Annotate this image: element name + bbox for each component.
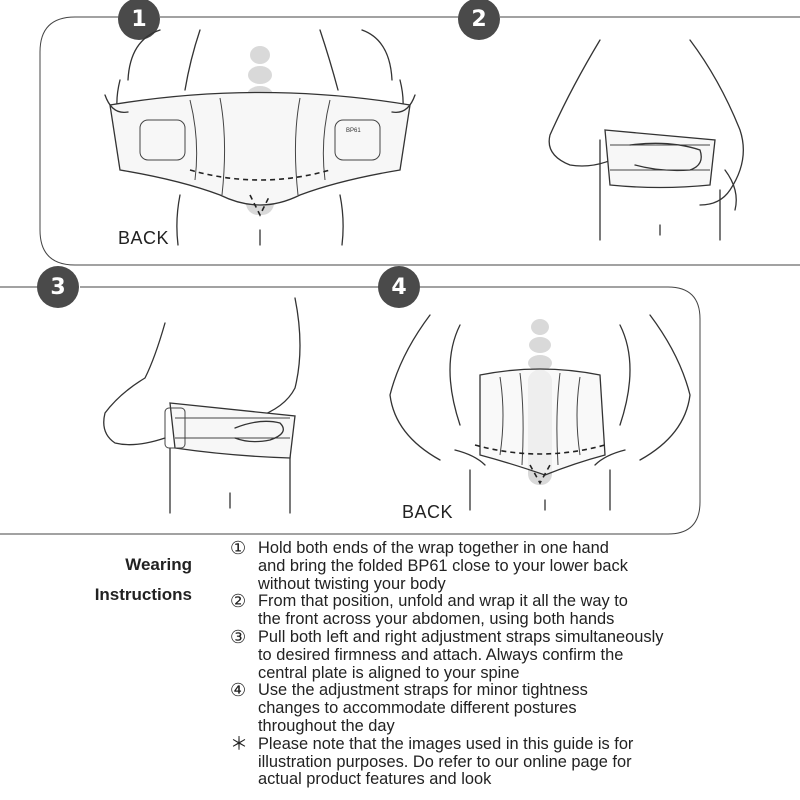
instruction-4: ④ Use the adjustment straps for minor ti… [230, 682, 790, 735]
note: ＊ Please note that the images used in th… [230, 733, 790, 789]
instruction-1: ① Hold both ends of the wrap together in… [230, 538, 790, 593]
note-line: Please note that the images used in this… [258, 734, 634, 753]
instruction-line: the front across your abdomen, using bot… [258, 610, 615, 629]
panel-frames [0, 16, 800, 535]
step-3-illustration [103, 297, 301, 514]
belt-tag: BP61 [346, 128, 361, 134]
instruction-2-marker: ② [230, 591, 247, 613]
instructions-title-line-1: Wearing [125, 555, 192, 574]
step-2-illustration [548, 39, 744, 241]
instruction-1-marker: ① [230, 538, 247, 559]
step-1-back-label: BACK [118, 228, 170, 248]
instructions-list: ① Hold both ends of the wrap together in… [230, 538, 790, 789]
instruction-line: From that position, unfold and wrap it a… [258, 592, 628, 611]
instruction-3-marker: ③ [230, 626, 247, 648]
instruction-line: Use the adjustment straps for minor tigh… [258, 681, 588, 700]
instructions-title: Wearing Instructions [70, 550, 192, 610]
instruction-line: Pull both left and right adjustment stra… [258, 627, 664, 646]
step-4-back-label: BACK [402, 502, 454, 522]
instruction-line: and bring the folded BP61 close to your … [258, 556, 628, 575]
instruction-line: without twisting your body [258, 574, 446, 593]
instruction-4-marker: ④ [230, 680, 247, 702]
instructions-title-line-2: Instructions [94, 585, 192, 604]
step-1-illustration: BP61 [104, 29, 416, 246]
instruction-2: ② From that position, unfold and wrap it… [230, 593, 790, 629]
note-line: actual product features and look [258, 770, 492, 789]
instruction-line: throughout the day [258, 716, 395, 735]
instruction-line: to desired firmness and attach. Always c… [258, 645, 624, 664]
instruction-line: changes to accommodate different posture… [258, 699, 577, 718]
instruction-3: ③ Pull both left and right adjustment st… [230, 626, 790, 682]
instruction-line: Hold both ends of the wrap together in o… [258, 539, 609, 557]
step-4-badge: 4 [378, 266, 420, 308]
step-4-illustration [389, 314, 691, 511]
note-marker: ＊ [230, 733, 248, 755]
step-3-badge: 3 [37, 266, 79, 308]
instruction-line: central plate is aligned to your spine [258, 663, 520, 682]
note-line: illustration purposes. Do refer to our o… [258, 752, 632, 771]
step-2-badge: 2 [458, 0, 500, 40]
